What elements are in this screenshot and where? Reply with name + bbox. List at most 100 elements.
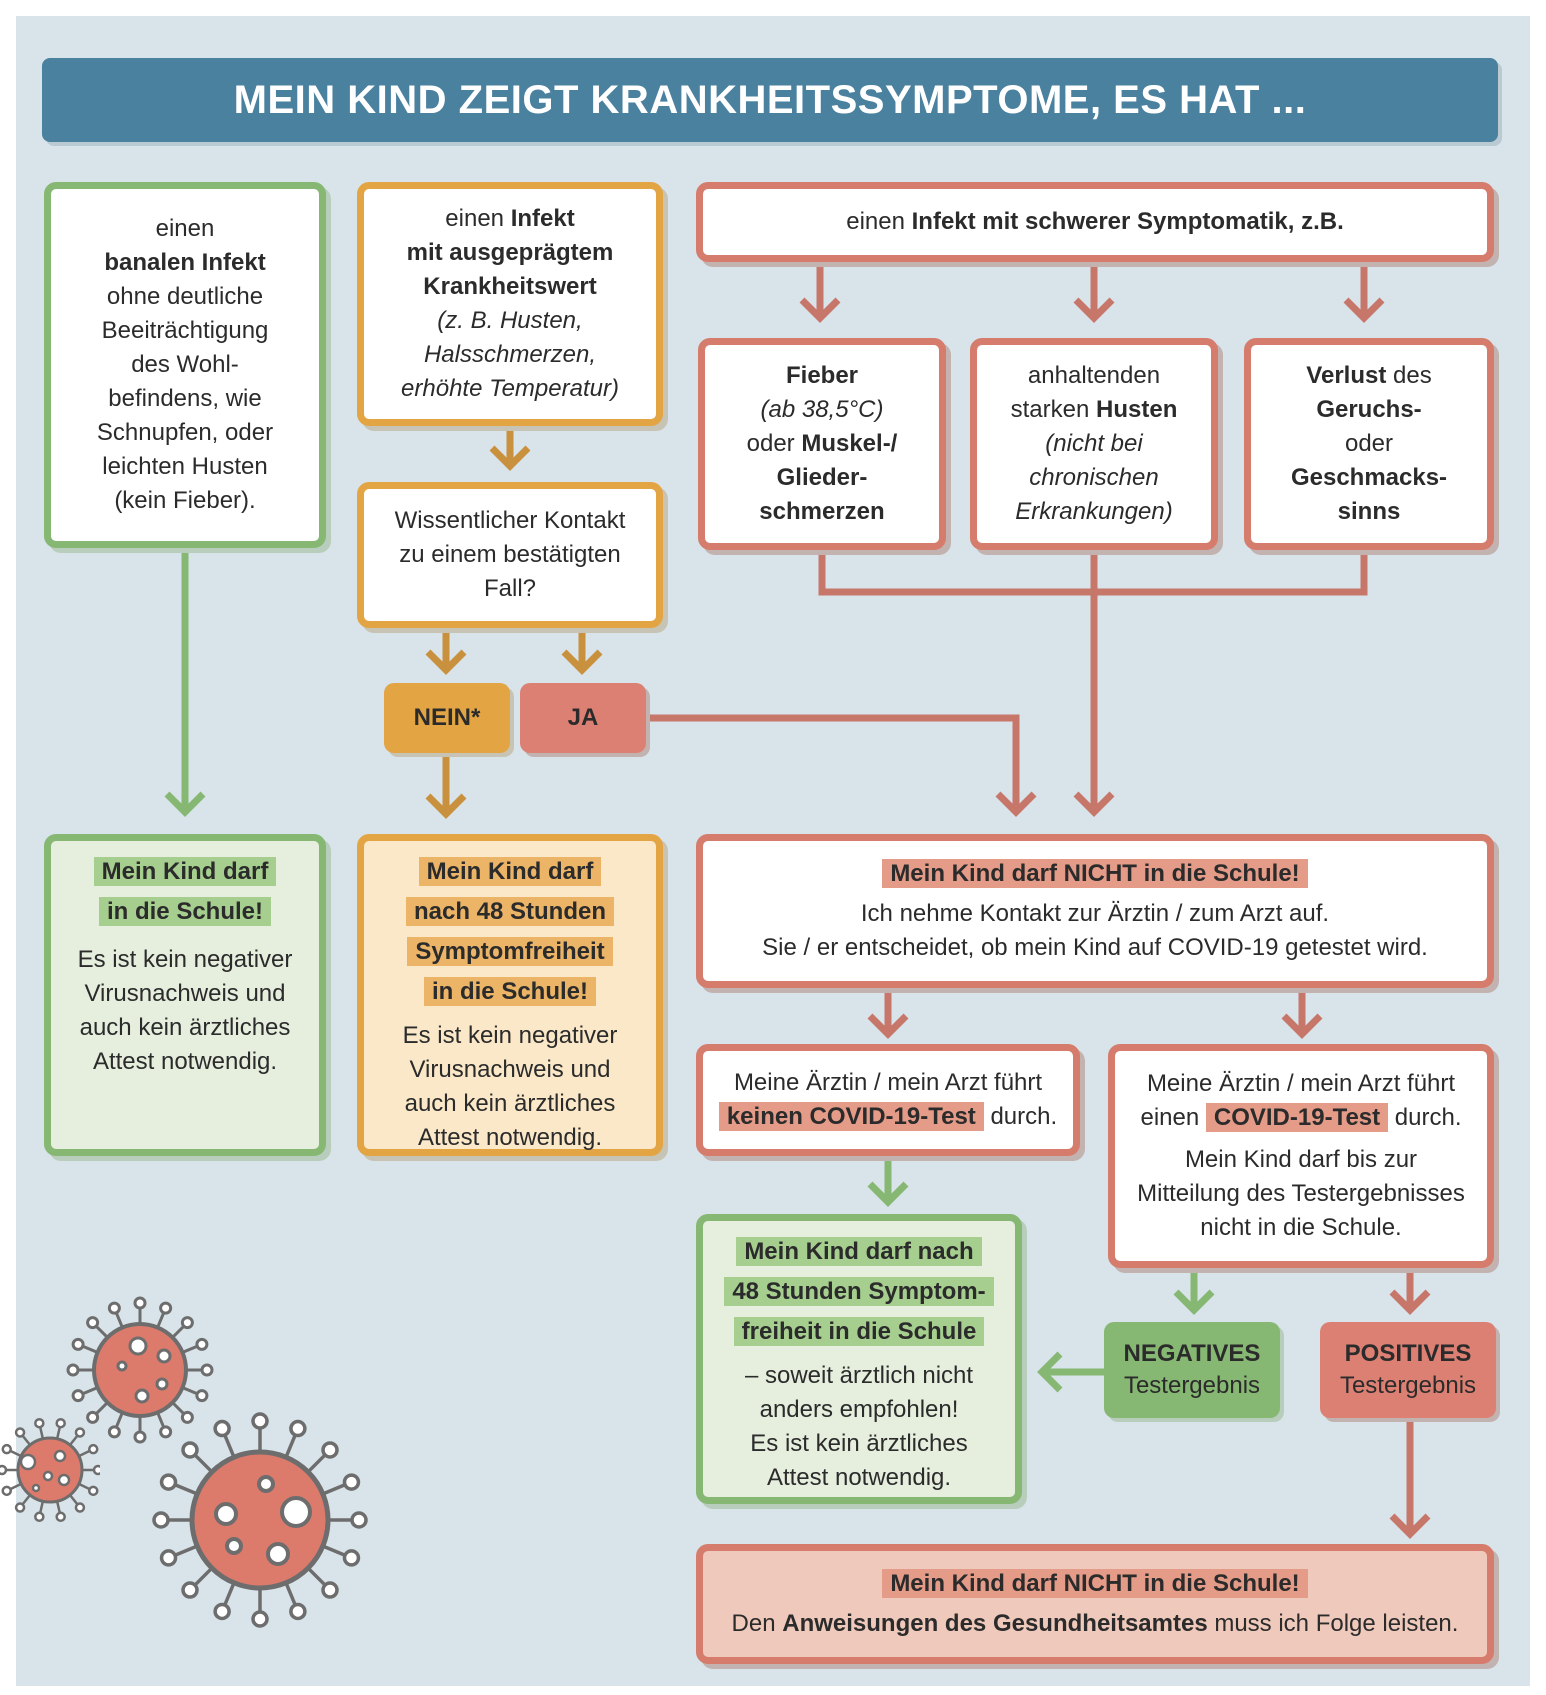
text-line: auch kein ärztliches (79, 1014, 291, 1041)
result-school-forbidden: Mein Kind darf NICHT in die Schule! Ich … (696, 834, 1494, 988)
virus-icon (66, 1296, 214, 1444)
text-line: Mein Kind darf bis zur (1184, 1146, 1418, 1173)
text-bold: Infekt (510, 205, 575, 232)
virus-spike-knob (34, 1417, 45, 1429)
virus-spike-knob (152, 1511, 170, 1529)
final-health-office-box: Mein Kind darf NICHT in die Schule! Den … (696, 1544, 1494, 1664)
virus-spike-knob (1, 1485, 13, 1497)
virus-spike-knob (195, 1337, 209, 1351)
text-line: befindens, wie (108, 385, 262, 412)
nein-label: NEIN* (413, 704, 481, 731)
highlight-heading: Mein Kind darf NICHT in die Schule! (882, 1569, 1308, 1598)
connector-test-to-negativ (1173, 1268, 1215, 1315)
virus-spike-knob (86, 1316, 100, 1330)
virus-spike-knob (251, 1610, 269, 1628)
connector-schwer-to-symptoms (799, 262, 1385, 323)
text-line: einen (445, 205, 511, 232)
connector-ja-to-result (646, 714, 1037, 817)
text-line: einen (846, 208, 912, 235)
page-title: MEIN KIND ZEIGT KRANKHEITSSYMPTOME, ES H… (42, 58, 1498, 142)
text-bold: schmerzen (759, 498, 885, 525)
text-line: Mitteilung des Testergebnisses (1137, 1180, 1465, 1207)
connector-result-to-tests (867, 988, 1323, 1039)
text-line: Testergebnis (1123, 1372, 1261, 1399)
negativ-result-badge: NEGATIVES Testergebnis (1104, 1322, 1280, 1418)
highlight-heading: in die Schule! (98, 897, 272, 926)
text-line: Virusnachweis und (409, 1056, 611, 1083)
text-line: durch. (983, 1103, 1058, 1130)
virus-spike-knob (71, 1389, 85, 1403)
infekt-krankheitswert-box: einen Infekt mit ausgeprägtem Krankheits… (357, 182, 663, 426)
text-line: leichten Husten (102, 453, 268, 480)
text-line: des Wohl- (131, 351, 239, 378)
highlight-heading: Mein Kind darf (418, 857, 602, 886)
virus-spike-knob (350, 1511, 368, 1529)
text-line: anders empfohlen! (759, 1396, 959, 1423)
virus-spike-knob (289, 1602, 307, 1621)
text-line: Ich nehme Kontakt zur Ärztin / zum Arzt … (860, 900, 1330, 927)
virus-spike-knob (133, 1430, 147, 1444)
highlight-heading: Mein Kind darf (93, 857, 277, 886)
virus-spike-knob (159, 1549, 178, 1567)
text-bold: Husten (1096, 396, 1178, 423)
text-line: durch. (1388, 1104, 1462, 1131)
text-bold: Anweisungen des Gesundheitsamtes (782, 1610, 1208, 1637)
kontakt-question-box: Wissentlicher Kontakt zu einem bestätigt… (357, 482, 663, 628)
text-bold: Geschmacks- (1290, 464, 1448, 491)
text-bold: Geruchs- (1316, 396, 1422, 423)
virus-spike-knob (34, 1511, 45, 1523)
virus-spike-knob (133, 1296, 147, 1310)
result-school-after-48h: Mein Kind darf nach 48 Stunden Symptomfr… (357, 834, 663, 1156)
nein-badge: NEIN* (384, 683, 510, 753)
text-line: Schnupfen, oder (96, 419, 274, 446)
virus-spike-knob (92, 1464, 100, 1476)
virus-spike-knob (159, 1301, 173, 1315)
connector-nein-to-result (425, 754, 467, 819)
highlight-heading: nach 48 Stunden (405, 897, 615, 926)
text-bold: Muskel-/ (801, 430, 898, 457)
text-line: Testergebnis (1339, 1372, 1477, 1399)
connector-kontakt-to-ja (561, 626, 603, 675)
text-bold: POSITIVES (1344, 1340, 1472, 1367)
virus-spike-knob (107, 1301, 121, 1315)
highlight-heading: 48 Stunden Symptom- (724, 1277, 994, 1306)
connector-banal-to-result (164, 546, 206, 817)
virus-spike-knob (181, 1581, 199, 1599)
text-bold: mit ausgeprägtem (406, 239, 614, 266)
fieber-box: Fieber (ab 38,5°C) oder Muskel-/ Glieder… (698, 338, 946, 550)
text-italic: chronischen (1029, 464, 1159, 491)
virus-spike-knob (289, 1419, 307, 1438)
result-school-allowed: Mein Kind darf in die Schule! Es ist kei… (44, 834, 326, 1156)
virus-icon (0, 1417, 100, 1523)
highlight-heading: Mein Kind darf NICHT in die Schule! (882, 859, 1308, 888)
text-line: Attest notwendig. (92, 1048, 278, 1075)
virus-spike-knob (321, 1581, 339, 1599)
text-italic: Halsschmerzen, (423, 341, 597, 368)
text-line: Attest notwendig. (417, 1124, 603, 1151)
text-line: Attest notwendig. (766, 1464, 952, 1491)
highlight-text: COVID-19-Test (1205, 1103, 1389, 1132)
text-line: Fall? (483, 575, 537, 602)
text-line: ohne deutliche (106, 283, 264, 310)
text-bold: sinns (1337, 498, 1401, 525)
text-bold: Fieber (785, 362, 859, 389)
banal-infekt-box: einen banalen Infekt ohne deutliche Beei… (44, 182, 326, 548)
text-italic: (z. B. Husten, (437, 307, 583, 334)
highlight-text: keinen COVID-19-Test (718, 1102, 984, 1131)
ja-badge: JA (520, 683, 646, 753)
text-line: starken (1010, 396, 1097, 423)
virus-spike-knob (342, 1549, 361, 1567)
text-line: Es ist kein negativer (77, 946, 293, 973)
text-line: (kein Fieber). (114, 487, 256, 514)
text-line: Wissentlicher Kontakt (394, 507, 626, 534)
virus-spike-knob (180, 1410, 194, 1424)
text-line: Den (731, 1610, 783, 1637)
virus-spike-knob (87, 1443, 99, 1455)
text-bold: Glieder- (776, 464, 868, 491)
text-italic: (nicht bei (1045, 430, 1143, 457)
text-line: Es ist kein negativer (402, 1022, 618, 1049)
highlight-heading: in die Schule! (423, 977, 597, 1006)
virus-spike-knob (321, 1441, 339, 1459)
text-bold: banalen Infekt (104, 249, 266, 276)
